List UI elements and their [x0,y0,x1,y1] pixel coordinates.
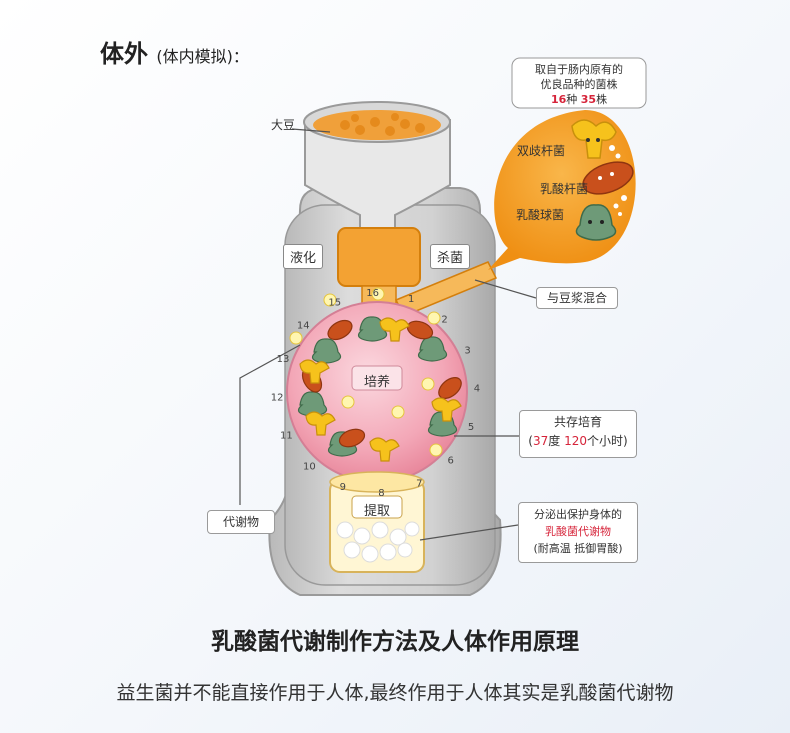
label-extract: 提取 [364,504,391,519]
cocultivate-title: 共存培育 [553,415,602,429]
cocultivate-temp: 37 [532,434,549,448]
ring-number: 4 [474,384,480,395]
bubble-unit-b: 株 [596,93,608,106]
extract-label-box [351,495,403,519]
bacteria-label-bifido: 双歧杆菌 [517,144,566,158]
bubble-dots [609,145,627,216]
secrete-box: 分泌出保护身体的 乳酸菌代谢物 (耐高温 抵御胃酸) [518,502,638,563]
bacteria-label-lactococcus: 乳酸球菌 [516,208,565,222]
bubble-text: 取自于肠内原有的 优良品种的菌株 16种 35株 [516,62,642,107]
label-soybean: 大豆 [271,118,296,132]
liquefy-chamber [337,227,421,287]
ring-number: 11 [280,430,293,441]
extract-jar-top [329,471,425,493]
lactobacillus-icon [582,161,634,195]
ring-number: 1 [408,294,414,305]
footer-subtitle: 益生菌并不能直接作用于人体,最终作用于人体其实是乳酸菌代谢物 [116,682,674,704]
bubble-line3: 16种 35株 [516,92,642,107]
metabolite-particles [336,521,420,563]
bubble-unit-a: 种 [566,93,578,106]
secrete-line2: 乳酸菌代谢物 [545,525,611,538]
leader-mix [474,279,537,299]
ring-number: 3 [464,346,470,357]
ring-number: 15 [328,297,341,308]
ring-number: 7 [416,479,422,490]
ring-number: 2 [441,314,447,325]
lactococcus-icon [575,204,617,241]
label-sterilize: 杀菌 [430,244,471,269]
cocultivate-hours: 120 [564,434,588,448]
bubble-count-b: 35 [580,93,597,106]
ring-number: 16 [366,288,379,299]
bifidobacterium-icon [571,119,617,159]
ring-number: 9 [340,482,346,493]
ring-number: 6 [448,456,454,467]
ring-bacteria [289,287,462,462]
ring-number: 13 [277,354,290,365]
bubble-label-box [511,57,647,109]
cocultivate-detail: (37度 120个小时) [528,434,628,448]
label-culture: 培养 [364,375,391,390]
ring-number: 12 [271,392,284,403]
label-metabolite: 代谢物 [207,510,275,534]
bubble-line2: 优良品种的菌株 [540,78,618,91]
label-mix: 与豆浆混合 [536,287,618,309]
bacteria-label-lactobacillus: 乳酸杆菌 [540,182,589,196]
heading-main: 体外 [100,40,148,68]
page-heading: 体外 (体内模拟)： [100,34,249,69]
soybean-dots [340,113,425,136]
footer-title: 乳酸菌代谢制作方法及人体作用原理 [211,629,579,655]
ring-number: 10 [303,462,316,473]
ring-number: 8 [378,488,384,499]
leader-secrete [419,524,519,541]
secrete-line1: 分泌出保护身体的 [534,508,622,521]
bubble-count-a: 16 [550,93,567,106]
bubble-line1: 取自于肠内原有的 [535,63,623,76]
cocultivate-box: 共存培育 (37度 120个小时) [519,410,637,458]
ring-number: 5 [468,422,474,433]
leader-soybean [291,128,331,133]
culture-label-box [351,365,403,391]
label-liquefy: 液化 [283,244,324,269]
secrete-line3: (耐高温 抵御胃酸) [533,542,623,555]
heading-sub: (体内模拟)： [156,47,249,66]
ring-number: 14 [297,320,310,331]
leader-metabolite [239,344,301,505]
